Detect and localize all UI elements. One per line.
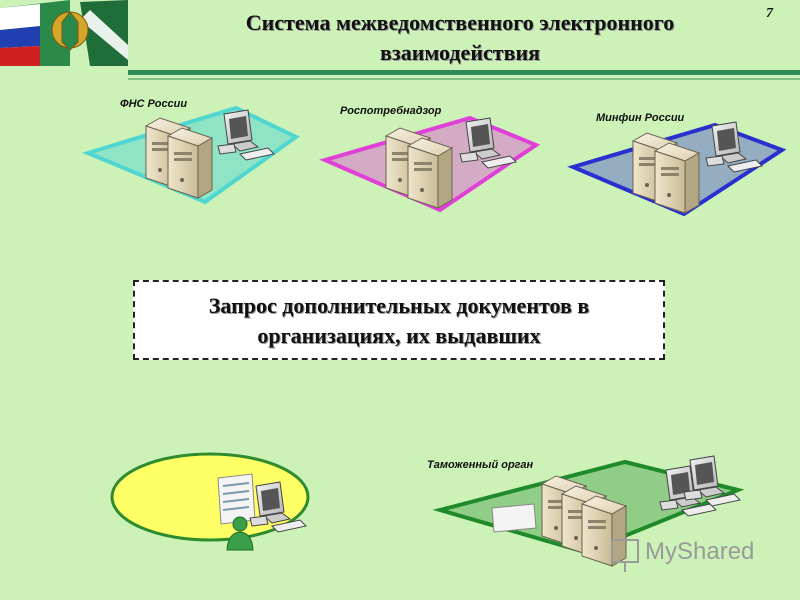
server-icon bbox=[167, 127, 213, 199]
label-rospotrebnadzor: Роспотребнадзор bbox=[340, 105, 442, 117]
label-minfin: Минфин России bbox=[596, 112, 685, 124]
label-customs: Таможенный орган bbox=[427, 459, 534, 471]
user-icon bbox=[226, 516, 254, 551]
applicant-group bbox=[110, 452, 310, 551]
workstation-icon bbox=[683, 455, 741, 507]
slide-number: 7 bbox=[766, 6, 773, 21]
header-divider bbox=[128, 70, 800, 75]
server-icon bbox=[407, 137, 453, 209]
request-info-box: Запрос дополнительных документов в орган… bbox=[133, 280, 665, 360]
document-icon bbox=[217, 473, 256, 525]
label-fns: ФНС России bbox=[120, 98, 188, 110]
emblem-icon bbox=[0, 0, 128, 66]
node-minfin bbox=[567, 121, 787, 217]
node-fns bbox=[82, 105, 300, 205]
info-line-1: Запрос дополнительных документов в bbox=[208, 293, 590, 318]
watermark-text: MyShared bbox=[645, 538, 755, 565]
page-title: Система межведомственного электронного в… bbox=[150, 8, 770, 68]
title-line-2: взаимодействия bbox=[379, 40, 541, 65]
server-icon bbox=[581, 495, 627, 567]
info-line-2: организациях, их выдавших bbox=[257, 323, 541, 348]
node-rospotrebnadzor bbox=[319, 115, 541, 213]
document-icon bbox=[491, 503, 537, 533]
node-customs bbox=[432, 455, 745, 567]
watermark-logo-icon bbox=[611, 539, 639, 572]
server-icon bbox=[654, 142, 700, 214]
title-line-1: Система межведомственного электронного bbox=[245, 10, 675, 35]
header-divider-thin bbox=[128, 78, 800, 80]
